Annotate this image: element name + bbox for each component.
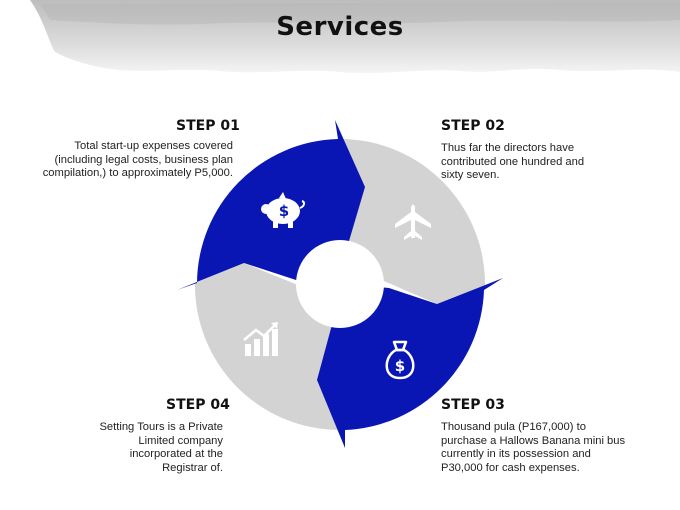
step-02-description: Thus far the directors have contributed … [441,142,641,183]
step-02-heading: STEP 02 [441,118,505,134]
step-03-line: purchase a Hallows Banana mini bus [441,434,626,447]
step-03-line: currently in its possession and [441,448,591,461]
step-04-heading: STEP 04 [166,397,230,413]
growth-chart-icon [243,322,278,356]
step-04-line: Setting Tours is a Private [99,421,223,433]
segment-step-03 [317,278,503,448]
step-04-line: Limited company [138,434,223,447]
step-02-line: sixty seven. [441,169,500,182]
step-01-line: Total start-up expenses covered [74,140,233,152]
step-04-line: incorporated at the [129,448,223,461]
step-03-description: Thousand pula (P167,000) to purchase a H… [441,421,661,475]
step-01-line: (including legal costs, business plan [54,153,233,166]
svg-text:$: $ [395,357,405,375]
money-bag-icon: $ [385,340,415,380]
airplane-icon [395,204,431,240]
header-brush-stroke [30,0,680,74]
piggy-bank-dollar-icon: $ [261,192,306,228]
step-01-description: Total start-up expenses covered (includi… [33,140,233,181]
step-03-heading: STEP 03 [441,397,505,413]
step-02-line: contributed one hundred and [441,155,585,168]
step-03-line: Thousand pula (P167,000) to [441,421,586,433]
step-01-heading: STEP 01 [176,118,240,134]
step-01-line: compilation,) to approximately P5,000. [42,167,233,180]
page-title: Services [276,12,404,42]
step-02-line: Thus far the directors have [441,142,575,154]
step-03-line: P30,000 for cash expenses. [441,461,580,474]
svg-text:$: $ [279,202,289,220]
step-04-line: Registrar of. [162,461,223,474]
step-04-description: Setting Tours is a Private Limited compa… [23,421,223,475]
